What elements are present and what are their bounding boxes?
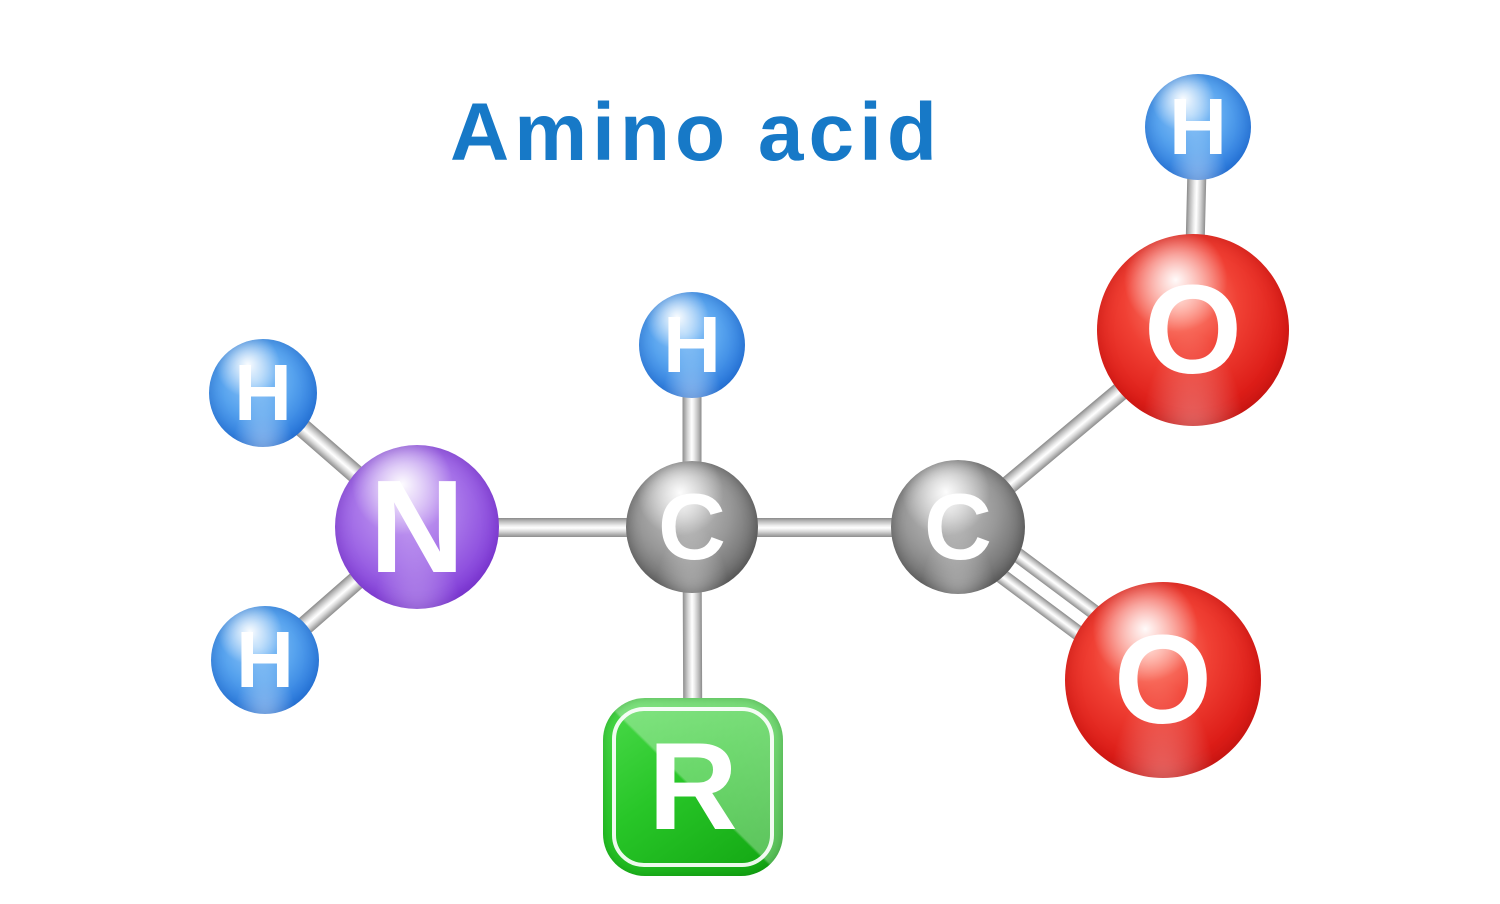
atom-label: H — [1169, 82, 1227, 171]
atom-label: C — [658, 474, 726, 579]
atom-oxygen-o2: O — [1065, 582, 1261, 778]
atom-nitrogen-n: N — [335, 445, 499, 609]
atom-label: C — [924, 474, 992, 579]
atom-label: H — [663, 300, 721, 389]
atom-hydrogen-h2: H — [211, 606, 319, 714]
atom-label: R — [648, 718, 738, 856]
page-title: Amino acid — [450, 87, 942, 178]
atom-oxygen-o1: O — [1097, 234, 1289, 426]
atom-hydrogen-h4: H — [1145, 74, 1251, 180]
atom-label: H — [234, 348, 292, 437]
atom-carbon-c1: C — [626, 461, 758, 593]
atom-hydrogen-h1: H — [209, 339, 317, 447]
atom-label: N — [369, 453, 465, 600]
atom-carbon-c2: C — [891, 460, 1025, 594]
atom-label: O — [1113, 609, 1212, 750]
atom-label: O — [1143, 259, 1242, 400]
atom-label: H — [236, 615, 294, 704]
atom-r-group-r: R — [603, 698, 783, 876]
atom-hydrogen-h3: H — [639, 292, 745, 398]
